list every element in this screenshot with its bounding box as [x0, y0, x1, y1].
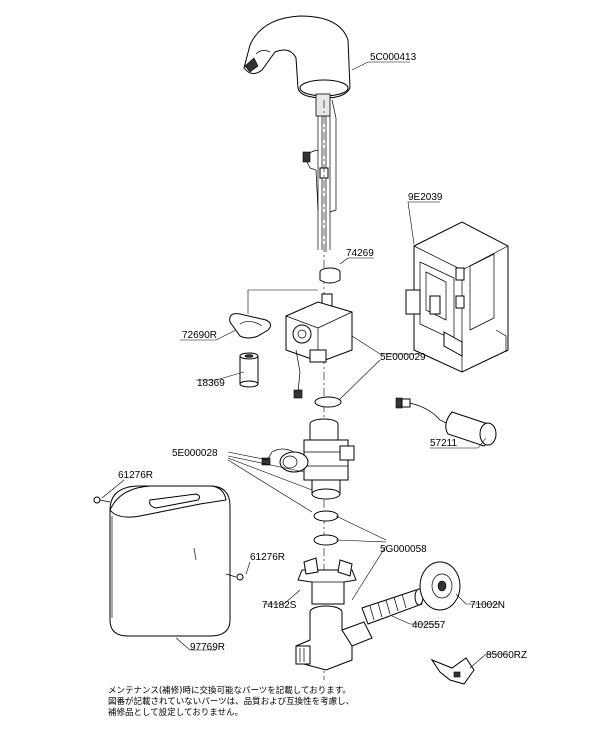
sleeve-part: [239, 352, 259, 388]
label-ring-top: 74269: [346, 248, 374, 259]
label-plug-cable: 57211: [430, 438, 458, 449]
label-key: 85060RZ: [486, 650, 527, 661]
control-box-part: [405, 221, 509, 373]
note-line-3: 補修品として設定しておりません。: [108, 708, 243, 718]
label-flange: 71002N: [470, 600, 505, 611]
leader-lines: [101, 61, 508, 669]
flange-part: [419, 561, 461, 611]
elbow-body-part: [295, 605, 373, 671]
screw-part-2: [225, 573, 244, 581]
bracket-part: [297, 557, 357, 605]
label-solenoid: 5E000028: [172, 448, 218, 459]
label-screw-2: 61276R: [250, 552, 285, 563]
o-ring-middle: [313, 510, 339, 522]
solenoid-valve-part: [261, 418, 355, 500]
label-box: 9E2039: [408, 192, 443, 203]
label-clip: 72690R: [182, 330, 217, 341]
o-ring-upper: [314, 396, 342, 408]
note-line-2: 図番が記載されていないパーツは、品質および互換性を考慮し、: [108, 697, 355, 707]
label-nipple: 402557: [412, 620, 446, 631]
valve-unit-part: [285, 293, 353, 399]
label-screw-1: 61276R: [118, 470, 153, 481]
key-part: [430, 657, 475, 685]
maintenance-note: メンテナンス(補修)時に交換可能なパーツを記載しております。 図番が記載されてい…: [108, 686, 568, 719]
note-line-1: メンテナンス(補修)時に交換可能なパーツを記載しております。: [108, 686, 351, 696]
clip-part: [229, 289, 318, 339]
label-washers: 5G000058: [380, 544, 427, 555]
spout-part: [243, 15, 351, 680]
screw-part-1: [93, 496, 111, 504]
label-sleeve: 18369: [197, 378, 225, 389]
ring-part: [319, 267, 341, 284]
label-valve: 5E000029: [380, 352, 426, 363]
label-bracket: 74182S: [262, 600, 297, 611]
plug-cable-part: [395, 397, 497, 447]
o-ring-lower: [313, 534, 339, 546]
nipple-part: [361, 588, 424, 625]
cover-part: [109, 485, 231, 637]
label-spout: 5C000413: [370, 52, 417, 63]
label-cover: 97769R: [190, 642, 225, 653]
